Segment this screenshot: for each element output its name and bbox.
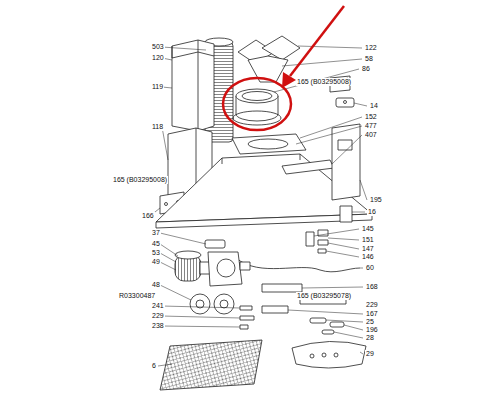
switch-parts (306, 230, 328, 253)
callout-number: 28 (365, 334, 375, 342)
callout-number: 86 (361, 65, 371, 73)
callout-number: 14 (369, 102, 379, 110)
callout-number: 165 (B03295008) (296, 78, 352, 86)
callout-number: 196 (365, 326, 379, 334)
rear-panel (332, 124, 360, 200)
callout-number: 145 (361, 225, 375, 233)
parts (156, 36, 372, 390)
lamp-parts (240, 306, 254, 329)
motor-assembly (175, 240, 250, 314)
callout-number: 165 (B03295008) (112, 176, 168, 184)
callout-number: 229 (151, 312, 165, 320)
top-plate (232, 134, 306, 154)
callout-number: 122 (364, 44, 378, 52)
callout-number: 120 (151, 54, 165, 62)
callout-number: 53 (151, 249, 161, 257)
callout-number: 195 (369, 196, 383, 204)
control-panel (292, 341, 366, 368)
callout-number: 16 (367, 208, 377, 216)
callout-number: 229 (365, 301, 379, 309)
callout-number: R03300487 (118, 292, 156, 300)
callout-number: 118 (151, 123, 164, 131)
side-bracket (340, 206, 352, 222)
callout-number: 503 (151, 43, 165, 51)
leader-lines (150, 46, 367, 366)
callout-number: 407 (364, 131, 378, 139)
callout-number: 477 (364, 122, 378, 130)
callout-number: 25 (365, 318, 375, 326)
callout-number: 152 (364, 113, 378, 121)
callout-number: 6 (151, 362, 157, 370)
upper-chimney (172, 40, 214, 131)
callout-number: 119 (151, 83, 164, 91)
callout-number: 45 (151, 240, 161, 248)
callout-number: 60 (365, 264, 375, 272)
callout-number: 166 (141, 212, 155, 220)
callout-number: 49 (151, 258, 161, 266)
callout-number: 147 (361, 245, 375, 253)
callout-number: 48 (151, 281, 161, 289)
callout-number: 146 (361, 253, 375, 261)
callout-number: 238 (151, 322, 165, 330)
callout-number: 151 (361, 236, 375, 244)
callout-number: 37 (151, 229, 161, 237)
callout-number: 241 (151, 302, 165, 310)
callout-number: 168 (365, 283, 379, 291)
callout-number: 58 (364, 55, 374, 63)
callout-number: 29 (365, 350, 375, 358)
clip (336, 98, 354, 107)
duct-collar (233, 89, 281, 125)
callout-number: 165 (B03295078) (296, 292, 352, 300)
support-bracket (282, 160, 334, 174)
grease-filter (160, 340, 262, 390)
power-cable (236, 258, 360, 272)
callout-number: 167 (365, 310, 379, 318)
highlight (223, 6, 344, 130)
